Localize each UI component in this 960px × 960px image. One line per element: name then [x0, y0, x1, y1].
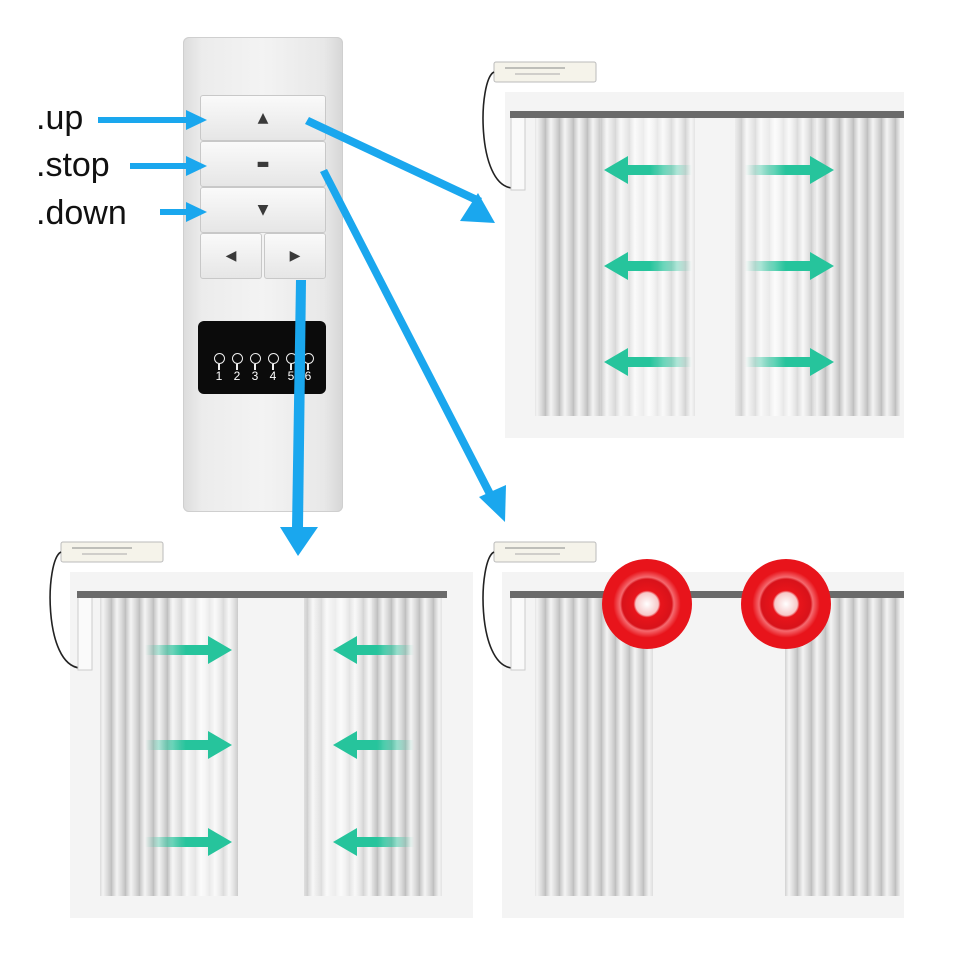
right-button[interactable]: ▶ — [264, 233, 326, 279]
down-button[interactable]: ▼ — [200, 187, 326, 233]
down-label: .down — [36, 194, 127, 232]
curtain-rail — [77, 591, 447, 598]
curtain-rail — [510, 591, 904, 598]
label-pointers — [98, 110, 207, 222]
stop-button[interactable]: ▬ — [200, 141, 326, 187]
scene-down — [49, 541, 473, 918]
channel-indicator: 3 — [248, 353, 262, 382]
up-label: .up — [36, 99, 84, 137]
down-arrow-icon: ▼ — [257, 202, 269, 218]
power-cable — [49, 551, 81, 669]
channel-indicator: 1 — [212, 353, 226, 382]
arrow-to-stop-scene — [479, 485, 506, 522]
arrow-to-down-scene — [280, 527, 318, 556]
right-curtain — [785, 598, 900, 896]
motor-unit — [510, 593, 526, 671]
stop-dash-icon: ▬ — [256, 156, 270, 172]
left-arrow-icon: ◀ — [225, 248, 237, 264]
motor-controller — [493, 541, 597, 563]
scene-stop — [482, 541, 904, 918]
up-button[interactable]: ▲ — [200, 95, 326, 141]
motor-unit — [77, 593, 93, 671]
right-arrow-icon: ▶ — [289, 248, 301, 264]
curtain-rail — [510, 111, 904, 118]
stop-indicator-left — [602, 559, 692, 649]
action-arrows — [280, 117, 506, 556]
power-cable — [482, 71, 513, 189]
remote-control: ▲ ▬ ▼ ◀ ▶ — [183, 37, 343, 512]
channel-indicator: 2 — [230, 353, 244, 382]
open-arrows — [604, 156, 834, 376]
up-arrow-icon: ▲ — [257, 110, 269, 126]
motor-controller — [60, 541, 164, 563]
left-button[interactable]: ◀ — [200, 233, 262, 279]
power-cable — [482, 551, 513, 669]
close-arrows — [145, 636, 414, 856]
stop-indicator-right — [741, 559, 831, 649]
motor-controller — [493, 61, 597, 83]
left-curtain — [535, 598, 653, 896]
arrow-to-up-scene — [460, 193, 495, 223]
stop-label: .stop — [36, 146, 110, 184]
scene-up — [482, 61, 904, 438]
channel-indicator: 4 — [266, 353, 280, 382]
stop-indicators — [602, 559, 831, 649]
motor-unit — [510, 113, 526, 191]
